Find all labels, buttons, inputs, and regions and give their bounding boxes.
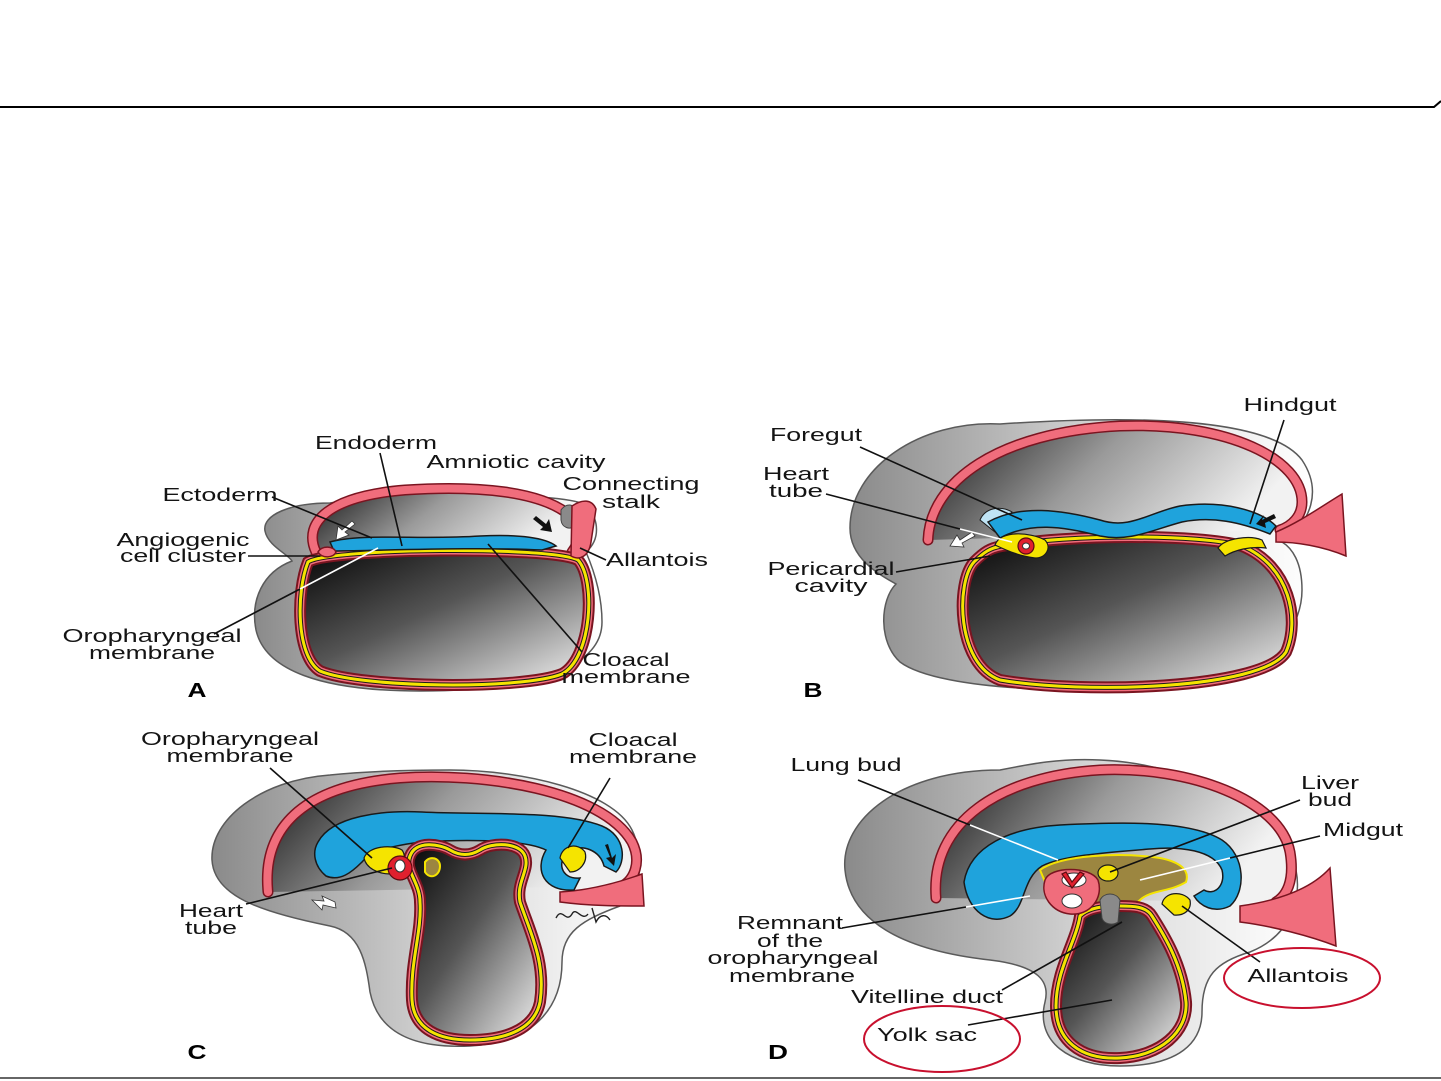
panel-letter-b: B (804, 680, 823, 702)
label-vitelline-duct: Vitelline duct (851, 987, 1003, 1007)
label-remnant-4: membrane (729, 966, 855, 986)
panel-c-heart-lumen (394, 859, 406, 873)
panel-a-yolk-sac (300, 550, 589, 684)
leader-remnant (841, 906, 967, 929)
artist-signature (555, 907, 611, 924)
label-foregut: Foregut (770, 425, 862, 445)
label-oropharyngeal-a-1: Oropharyngeal (63, 626, 242, 646)
label-heart-tube-b-2: tube (769, 481, 823, 501)
panel-a-connecting-stalk (570, 500, 597, 559)
leader-allantois-a (579, 547, 607, 561)
label-connecting-stalk-2: stalk (602, 492, 662, 512)
panel-b: Hindgut Foregut Heart tube Pericardial c… (763, 395, 1347, 702)
panel-c: Oropharyngeal membrane Cloacal membrane … (141, 729, 697, 1064)
leader-foregut (859, 446, 1023, 521)
label-angiogenic-2: cell cluster (120, 546, 246, 566)
panel-d-liver-bud (1097, 864, 1119, 882)
panel-d: Lung bud Liver bud Midgut Remnant of the… (708, 755, 1403, 1073)
panel-d-neural-region (963, 822, 1242, 920)
leader-midgut-inner (1139, 857, 1231, 881)
label-angiogenic-1: Angiogenic (117, 530, 250, 550)
panel-d-allantois-pocket (1161, 893, 1191, 916)
label-oropharyngeal-c-2: membrane (167, 746, 294, 766)
label-allantois-d: Allantois (1248, 966, 1349, 986)
label-heart-tube-c-1: Heart (179, 901, 243, 921)
leader-ectoderm (271, 496, 373, 539)
label-liver-bud-2: bud (1308, 790, 1352, 810)
panel-b-hindgut (1217, 537, 1268, 557)
panel-b-heart-lumen (1022, 542, 1030, 550)
label-cloacal-a-1: Cloacal (583, 650, 670, 670)
title-underline (0, 100, 1441, 108)
panel-d-heart-lumen-lower (1061, 893, 1083, 909)
panel-a-angiogenic-cluster (317, 546, 337, 558)
leader-allantois-d (1181, 905, 1261, 963)
leader-lung-bud-inner (969, 824, 1059, 861)
panel-b-tail (1275, 492, 1347, 558)
leader-heart-tube-b (825, 493, 961, 530)
leader-heart-tube-c (245, 867, 393, 905)
leader-liver-bud (1109, 799, 1301, 873)
label-pericardial-2: cavity (795, 576, 868, 596)
label-midgut: Midgut (1323, 820, 1403, 840)
panel-b-black-arrow (1256, 514, 1276, 528)
panel-c-neural-region (313, 810, 623, 891)
label-cloacal-c-1: Cloacal (589, 730, 678, 750)
leader-lung-bud (857, 779, 971, 826)
panel-d-tail (1239, 866, 1337, 948)
panel-c-black-arrow (605, 844, 616, 866)
label-cloacal-c-2: membrane (569, 747, 697, 767)
label-lung-bud: Lung bud (791, 755, 902, 775)
label-connecting-stalk-1: Connecting (563, 474, 700, 494)
label-yolk-sac: Yolk sac (877, 1025, 977, 1045)
label-cloacal-a-2: membrane (562, 667, 691, 687)
label-ectoderm: Ectoderm (163, 485, 278, 505)
panel-c-cloacal-pocket (559, 845, 587, 873)
leader-remnant-inner (965, 895, 1031, 908)
label-remnant-2: of the (757, 931, 823, 951)
panel-c-white-arrow (310, 895, 337, 911)
leader-cloacal-a (487, 543, 583, 653)
panel-letter-d: D (768, 1042, 788, 1064)
leader-endoderm (379, 452, 403, 547)
leader-yolk-sac (967, 999, 1113, 1026)
label-allantois-a: Allantois (606, 550, 708, 570)
panel-letter-c: C (188, 1042, 207, 1064)
panel-a: Endoderm Amniotic cavity Ectoderm Connec… (63, 433, 709, 702)
leader-oropharyngeal-c (269, 767, 373, 859)
panel-d-vitelline-stalk (1099, 893, 1121, 925)
annotation-circle-allantois (1223, 947, 1381, 1009)
panel-b-embryonic-disc (986, 503, 1277, 539)
leader-oropharyngeal-a-inner (299, 547, 379, 590)
label-oropharyngeal-c-1: Oropharyngeal (141, 729, 319, 749)
panel-letter-a: A (188, 680, 207, 702)
panel-c-tail (559, 872, 645, 907)
leader-oropharyngeal-a (213, 588, 301, 635)
panel-a-black-arrow (533, 516, 552, 532)
label-pericardial-1: Pericardial (768, 559, 895, 579)
label-remnant-3: oropharyngeal (708, 948, 879, 968)
label-remnant-1: Remnant (737, 913, 843, 933)
panel-a-embryonic-disc (328, 534, 558, 552)
leader-cloacal-c (567, 777, 611, 849)
label-hindgut: Hindgut (1244, 395, 1337, 415)
label-heart-tube-c-2: tube (185, 918, 237, 938)
leader-vitelline-duct (1001, 921, 1123, 991)
panel-b-yolk-sac (963, 537, 1292, 687)
leader-pericardial (895, 555, 991, 573)
panel-a-white-arrow (335, 520, 356, 541)
label-liver-bud-1: Liver (1301, 773, 1359, 793)
label-endoderm: Endoderm (315, 433, 437, 453)
label-oropharyngeal-a-2: membrane (89, 643, 215, 663)
annotation-circle-yolk-sac (863, 1005, 1021, 1073)
panel-c-septum (424, 857, 442, 878)
leader-hindgut (1249, 419, 1285, 525)
leader-heart-tube-b-inner (959, 528, 1013, 543)
label-amniotic-cavity: Amniotic cavity (427, 452, 606, 472)
panel-b-white-arrow (949, 531, 976, 548)
label-heart-tube-b-1: Heart (763, 464, 829, 484)
panel-d-heart-tube (1061, 871, 1085, 889)
leader-midgut (1229, 835, 1321, 859)
